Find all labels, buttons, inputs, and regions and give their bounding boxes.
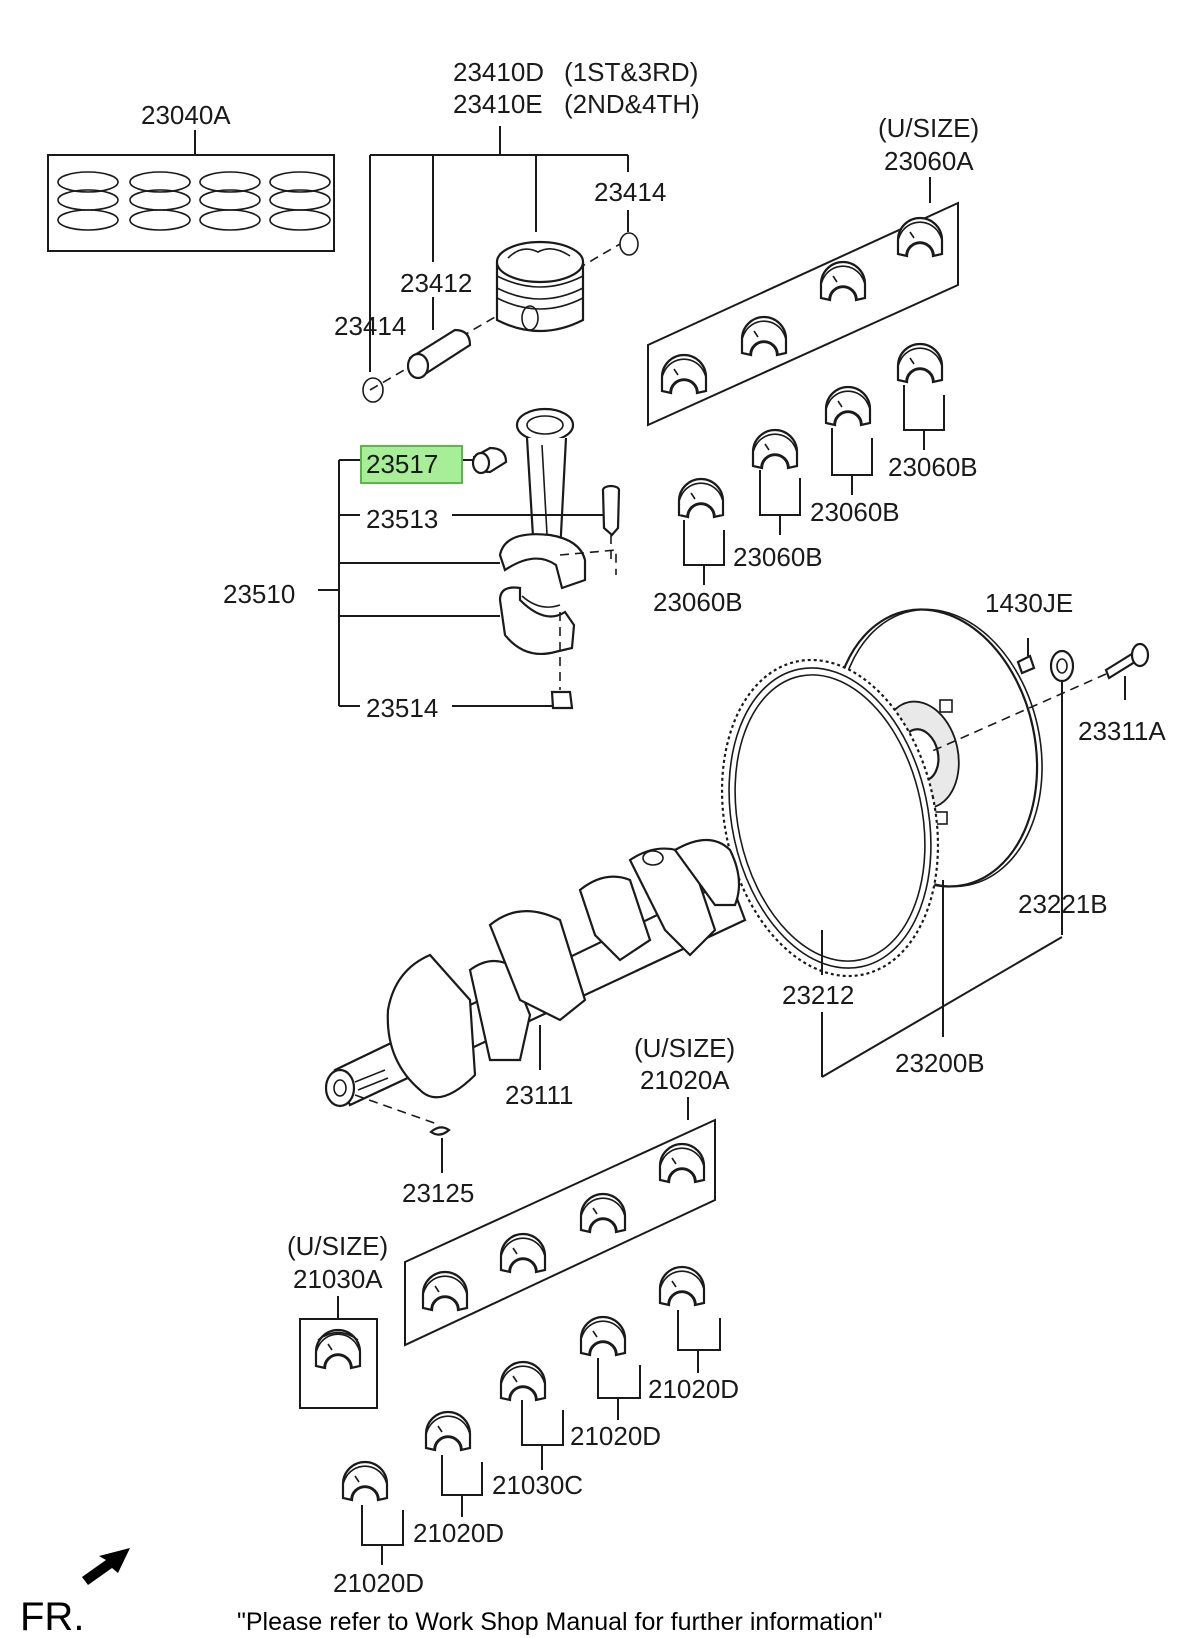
conrod-bearing-set-u-size[interactable] [647, 177, 959, 427]
conrod-bearing-pair-2[interactable] [751, 428, 801, 535]
label-21030C[interactable]: 21030C [492, 1470, 583, 1500]
piston-ring-set[interactable] [47, 130, 335, 252]
flywheel-bolt[interactable] [929, 642, 1150, 753]
label-23412[interactable]: 23412 [400, 268, 472, 298]
label-23311A[interactable]: 23311A [1078, 716, 1166, 746]
label-23510[interactable]: 23510 [223, 579, 295, 609]
label-23414-right[interactable]: 23414 [594, 177, 666, 207]
label-23060B-4[interactable]: 23060B [888, 452, 978, 482]
label-21020D-3[interactable]: 21020D [570, 1421, 661, 1451]
rod-bushing[interactable] [471, 446, 508, 475]
main-bearing-pair-3[interactable] [579, 1315, 641, 1420]
conrod-bearing-pair-3[interactable] [824, 385, 873, 495]
thrust-bearing-pair[interactable] [499, 1360, 564, 1470]
label-23410E-note: (2ND&4TH) [564, 89, 700, 119]
label-23212[interactable]: 23212 [782, 980, 854, 1010]
highlight-23517 [360, 445, 463, 484]
label-23060B-1[interactable]: 23060B [653, 587, 743, 617]
front-direction-label: FR. [20, 1595, 84, 1638]
main-bearing-set-u-size[interactable] [404, 1097, 716, 1347]
label-23125[interactable]: 23125 [402, 1178, 474, 1208]
ring-gear[interactable] [694, 640, 966, 997]
label-23200B[interactable]: 23200B [895, 1048, 985, 1078]
label-21020D-2[interactable]: 21020D [413, 1518, 504, 1548]
thrust-bearing-set-u-size[interactable] [299, 1296, 378, 1409]
front-arrow-icon [82, 1548, 130, 1585]
label-23410E[interactable]: 23410E [453, 89, 543, 119]
label-23517[interactable]: 23517 [366, 449, 438, 479]
label-23514[interactable]: 23514 [366, 693, 438, 723]
label-23410D[interactable]: 23410D [453, 57, 544, 87]
rod-cap[interactable] [498, 586, 576, 691]
crank-key[interactable] [429, 1126, 451, 1173]
label-21020D-4[interactable]: 21020D [648, 1374, 739, 1404]
conrod-bearing-pair-4[interactable] [896, 342, 945, 450]
piston[interactable] [495, 240, 585, 333]
label-21020A[interactable]: 21020A [640, 1065, 730, 1095]
label-23111[interactable]: 23111 [505, 1080, 573, 1110]
snap-ring-right[interactable] [619, 232, 639, 256]
label-1430JE[interactable]: 1430JE [985, 588, 1073, 618]
label-21030A[interactable]: 21030A [293, 1264, 383, 1294]
label-21020D-1[interactable]: 21020D [333, 1568, 424, 1598]
label-23060B-3[interactable]: 23060B [810, 497, 900, 527]
snap-ring-left[interactable] [362, 377, 384, 403]
piston-pin[interactable] [406, 328, 472, 380]
flywheel-leader-lines [821, 880, 1063, 1078]
rod-leader-lines [318, 459, 617, 707]
label-23221B[interactable]: 23221B [1018, 889, 1108, 919]
main-bearing-pair-4[interactable] [658, 1265, 721, 1373]
main-bearing-pair-2[interactable] [424, 1410, 483, 1517]
connecting-rod[interactable] [498, 407, 587, 590]
label-23060B-2[interactable]: 23060B [733, 542, 823, 572]
main-bearing-pair-1[interactable] [341, 1460, 404, 1565]
spacer-bushing[interactable] [1049, 649, 1075, 935]
rod-nut[interactable] [550, 690, 574, 710]
label-usize-21020A: (U/SIZE) [634, 1033, 735, 1063]
dowel-pin-1430JE[interactable] [1016, 638, 1036, 675]
rod-bolt[interactable] [601, 484, 621, 560]
footer-note: "Please refer to Work Shop Manual for fu… [237, 1608, 882, 1636]
crankshaft[interactable] [324, 839, 747, 1126]
label-23060A[interactable]: 23060A [884, 146, 974, 176]
label-usize-21030A: (U/SIZE) [287, 1231, 388, 1261]
label-23410D-note: (1ST&3RD) [564, 57, 698, 87]
label-23040A[interactable]: 23040A [141, 100, 231, 130]
label-usize-23060A: (U/SIZE) [878, 113, 979, 143]
conrod-bearing-pair-1[interactable] [677, 477, 725, 585]
label-23414-left[interactable]: 23414 [334, 311, 406, 341]
label-23513[interactable]: 23513 [366, 504, 438, 534]
